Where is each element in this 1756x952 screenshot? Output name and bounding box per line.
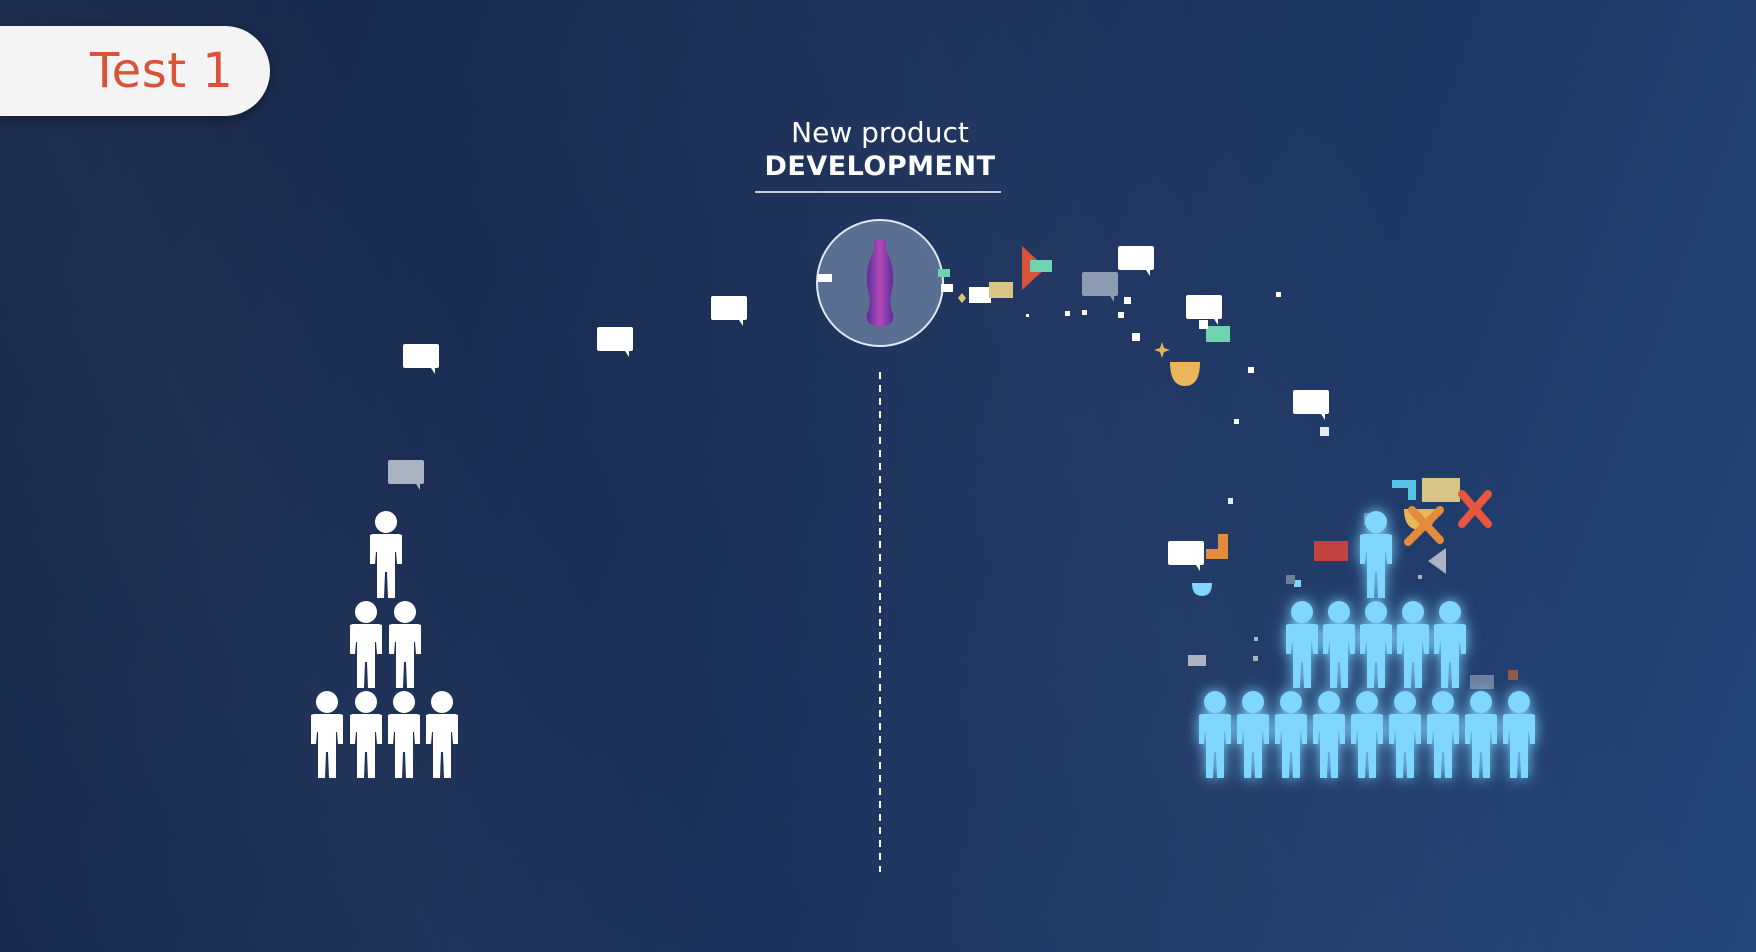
- bottle-icon: [816, 219, 953, 347]
- title-line-2: DEVELOPMENT: [764, 151, 996, 182]
- chat-bubble-icon: [958, 246, 1518, 689]
- chat-bubble-icon: [388, 296, 747, 490]
- left-crowd: [310, 511, 459, 778]
- right-crowd: [1198, 511, 1536, 778]
- test-badge: Test 1: [0, 26, 270, 116]
- page-title: New product DEVELOPMENT: [740, 116, 1020, 184]
- title-underline: [755, 191, 1001, 193]
- title-line-1: New product: [791, 116, 969, 149]
- test-badge-label: Test 1: [90, 43, 234, 99]
